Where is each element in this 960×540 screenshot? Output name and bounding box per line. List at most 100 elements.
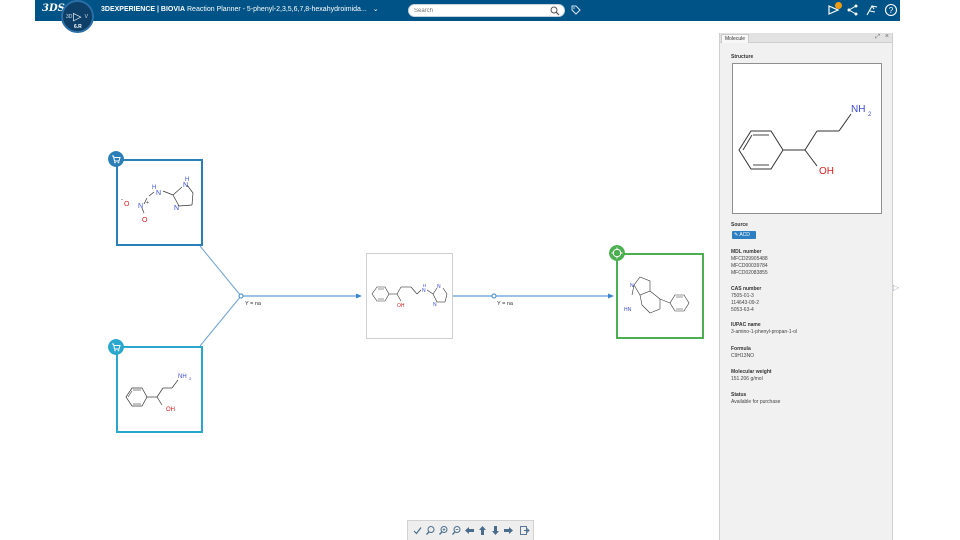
reactant-bottom-structure: NH 2 OH — [125, 374, 192, 413]
cart-icon[interactable] — [108, 151, 124, 167]
close-icon[interactable]: × — [884, 33, 889, 40]
tab-molecule[interactable]: Molecule — [721, 34, 750, 43]
ds-logo[interactable]: 3DS — [42, 3, 65, 14]
search-input[interactable] — [414, 6, 544, 16]
cas-value-3: 5053-63-4 — [731, 307, 754, 313]
svg-text:OH: OH — [397, 303, 405, 309]
svg-text:+: + — [146, 200, 149, 206]
apps-compass-icon[interactable] — [865, 3, 879, 17]
svg-text:NH: NH — [178, 374, 187, 380]
svg-text:N: N — [174, 205, 179, 212]
product-card[interactable]: N HN — [616, 253, 704, 339]
connector-bottom-reactant — [199, 295, 242, 347]
reactant-bottom-card[interactable]: NH 2 OH — [116, 346, 203, 433]
play-icon: ▷ — [73, 11, 82, 23]
arrowhead-2 — [608, 293, 614, 299]
svg-text:HN: HN — [624, 307, 632, 313]
compass-button[interactable]: 3D ▷ V 6.R — [61, 0, 94, 33]
panel-toggle-arrow-icon[interactable]: ▷ — [893, 283, 900, 292]
chevron-down-icon[interactable]: ⌄ — [372, 6, 379, 13]
product-structure: N HN — [624, 276, 690, 314]
top-bar: 3DS 3D ▷ V 6.R 3DEXPERIENCE | BIOVIA Rea… — [35, 0, 900, 33]
reactant-top-structure: - O N + N H O N N H — [121, 177, 194, 224]
reaction2-yield: Y = na — [497, 301, 514, 307]
zoom-icon[interactable] — [425, 525, 436, 536]
arrow-right-icon[interactable] — [503, 525, 514, 536]
svg-text:N: N — [183, 182, 188, 189]
svg-text:N: N — [138, 203, 143, 210]
formula-value: C9H13NO — [731, 353, 755, 359]
molecule-structure: NH 2 OH — [738, 104, 872, 177]
molecule-panel: Molecule ⤢ × Structure NH 2 OH Source ✎ — [719, 33, 893, 540]
structure-nh-label: NH — [851, 104, 865, 115]
intermediate-structure: H N N N OH — [371, 283, 448, 309]
svg-text:N: N — [433, 302, 437, 308]
cas-value-1: 7505-01-3 — [731, 293, 754, 299]
svg-text:H: H — [423, 283, 426, 288]
reaction-connectors: Y = na Y = na — [199, 245, 614, 347]
app-title-bar[interactable]: 3DEXPERIENCE | BIOVIA Reaction Planner -… — [101, 5, 379, 13]
svg-text:H: H — [185, 177, 189, 183]
svg-text:N: N — [437, 284, 441, 290]
status-value: Available for purchase — [731, 399, 781, 405]
svg-text:?: ? — [889, 6, 894, 15]
mdl-value-1: MFCD29905488 — [731, 256, 768, 262]
canvas-toolbar — [407, 520, 534, 540]
reactant-top-card[interactable]: - O N + N H O N N H — [116, 159, 203, 246]
mdl-value-3: MFCD02083855 — [731, 270, 768, 276]
iupac-value: 3-amino-1-phenyl-propan-1-ol — [731, 329, 798, 335]
expand-icon[interactable]: ⤢ — [875, 34, 880, 40]
cas-value-2: 114643-09-2 — [731, 300, 759, 306]
svg-text:N: N — [156, 190, 161, 197]
reaction-node-2[interactable] — [491, 293, 497, 299]
mw-title: Molecular weight — [731, 369, 772, 375]
search-box[interactable] — [408, 4, 565, 17]
structure-nh-sub: 2 — [868, 112, 872, 118]
svg-text:-: - — [121, 197, 123, 203]
crosshair-target-icon[interactable] — [609, 245, 625, 261]
mdl-title: MDL number — [731, 249, 762, 255]
mdl-value-2: MFCD00039784 — [731, 263, 768, 269]
reaction1-yield: Y = na — [245, 301, 262, 307]
notification-icon[interactable] — [827, 3, 841, 17]
tag-icon[interactable] — [571, 5, 581, 15]
arrowhead-1 — [356, 293, 362, 299]
compass-3d-label: 3D — [66, 14, 73, 20]
structure-viewer[interactable]: NH 2 OH — [732, 63, 882, 214]
status-title: Status — [731, 392, 747, 398]
zoom-out-icon[interactable] — [451, 525, 462, 536]
export-icon[interactable] — [519, 525, 530, 536]
iupac-title: IUPAC name — [731, 322, 761, 328]
brand-label: 3DEXPERIENCE | BIOVIA — [101, 6, 186, 13]
search-icon[interactable] — [550, 6, 560, 16]
help-icon[interactable]: ? — [884, 3, 898, 17]
compass-version: 6.R — [74, 24, 82, 30]
structure-oh-label: OH — [819, 166, 834, 177]
intermediate-card[interactable]: H N N N OH — [366, 253, 453, 339]
svg-text:O: O — [124, 201, 130, 208]
cas-title: CAS number — [731, 286, 762, 292]
svg-text:2: 2 — [189, 376, 192, 381]
source-badge-label: ACD — [739, 232, 750, 238]
svg-text:N: N — [422, 288, 426, 294]
cart-icon[interactable] — [108, 339, 124, 355]
zoom-in-icon[interactable] — [438, 525, 449, 536]
svg-text:OH: OH — [166, 407, 175, 413]
select-check-icon[interactable] — [412, 525, 423, 536]
notification-badge — [835, 2, 842, 9]
mw-value: 151.206 g/mol — [731, 376, 763, 382]
svg-text:O: O — [142, 217, 148, 224]
arrow-left-icon[interactable] — [464, 525, 475, 536]
arrow-up-icon[interactable] — [477, 525, 488, 536]
share-icon[interactable] — [846, 3, 860, 17]
source-title: Source — [731, 222, 748, 228]
formula-title: Formula — [731, 346, 751, 352]
badge-icon: ✎ — [734, 232, 739, 238]
reaction-node-1[interactable] — [238, 293, 244, 299]
arrow-down-icon[interactable] — [490, 525, 501, 536]
source-badge[interactable]: ✎ ACD — [732, 231, 756, 239]
connector-top-reactant — [199, 245, 242, 297]
structure-title: Structure — [731, 54, 754, 60]
svg-text:N: N — [630, 283, 634, 289]
